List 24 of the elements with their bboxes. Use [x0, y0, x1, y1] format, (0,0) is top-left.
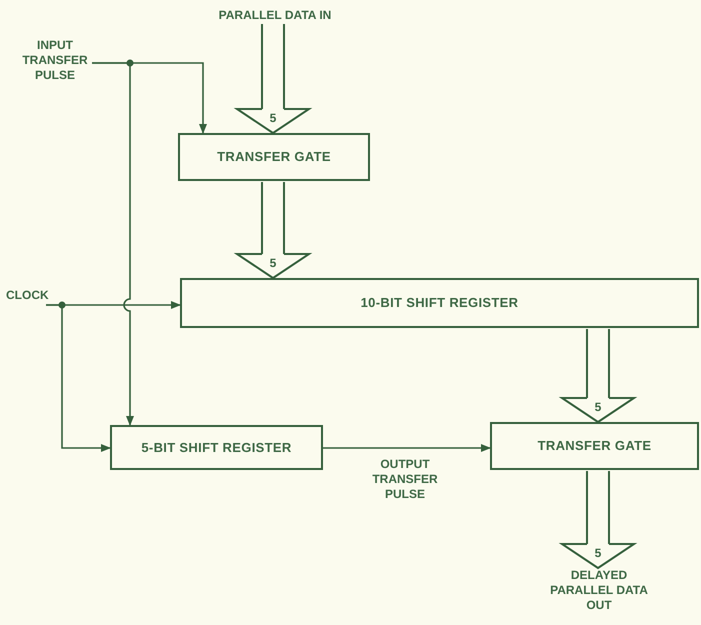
- bus-width-label: 5: [594, 400, 602, 414]
- bus-arrow: [561, 470, 635, 569]
- edge-label: OUTPUT TRANSFER PULSE: [371, 457, 439, 502]
- block-label: TRANSFER GATE: [538, 437, 652, 456]
- block-box: [180, 278, 699, 328]
- signal-arrow: [92, 62, 134, 426]
- block-box: [110, 425, 323, 470]
- block-label: 5-BIT SHIFT REGISTER: [141, 438, 292, 457]
- bus-arrow: [236, 23, 310, 134]
- signal-arrow: [323, 444, 491, 452]
- block-box: [178, 133, 370, 181]
- signal-label: CLOCK: [6, 288, 46, 303]
- block-label: 10-BIT SHIFT REGISTER: [360, 294, 518, 312]
- signal-label: PARALLEL DATA IN: [190, 8, 360, 23]
- bus-arrow: [236, 181, 310, 279]
- bus-arrow: [561, 328, 635, 423]
- bus-width-label: 5: [594, 546, 602, 560]
- bus-width-label: 5: [268, 256, 278, 270]
- signal-label: INPUT TRANSFER PULSE: [18, 38, 92, 83]
- signal-arrow: [46, 304, 111, 452]
- block-label: TRANSFER GATE: [217, 148, 331, 166]
- block-box: [490, 422, 699, 470]
- bus-width-label: 5: [268, 111, 278, 125]
- signal-label: DELAYED PARALLEL DATA OUT: [540, 568, 658, 613]
